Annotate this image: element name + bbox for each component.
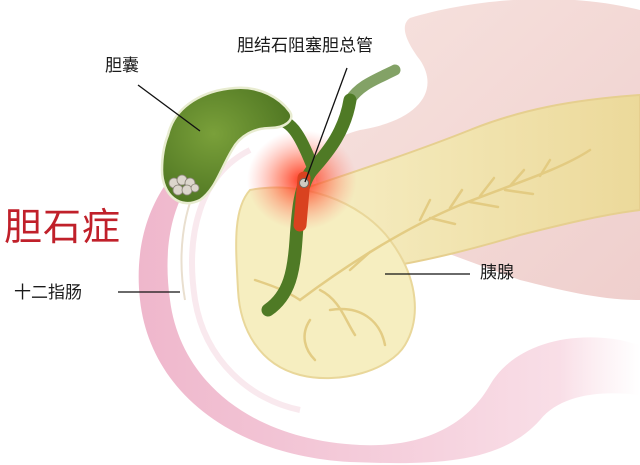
pancreatic-ducts bbox=[253, 148, 592, 362]
duodenum bbox=[138, 140, 640, 464]
duodenum-label: 十二指肠 bbox=[14, 283, 82, 303]
gallbladder bbox=[160, 86, 293, 205]
pancreas-label: 胰腺 bbox=[480, 263, 514, 283]
blocked-duct-label: 胆结石阻塞胆总管 bbox=[237, 36, 373, 56]
pancreas-body bbox=[299, 93, 640, 270]
gallstones bbox=[168, 174, 200, 196]
diagram-title: 胆石症 bbox=[4, 205, 122, 249]
gallbladder-label: 胆囊 bbox=[105, 56, 139, 76]
obstructing-stone bbox=[299, 178, 309, 188]
gallbladder-leader-line bbox=[137, 84, 201, 132]
blocked-duct-leader-line bbox=[304, 67, 348, 183]
hepatic-duct bbox=[344, 64, 401, 106]
